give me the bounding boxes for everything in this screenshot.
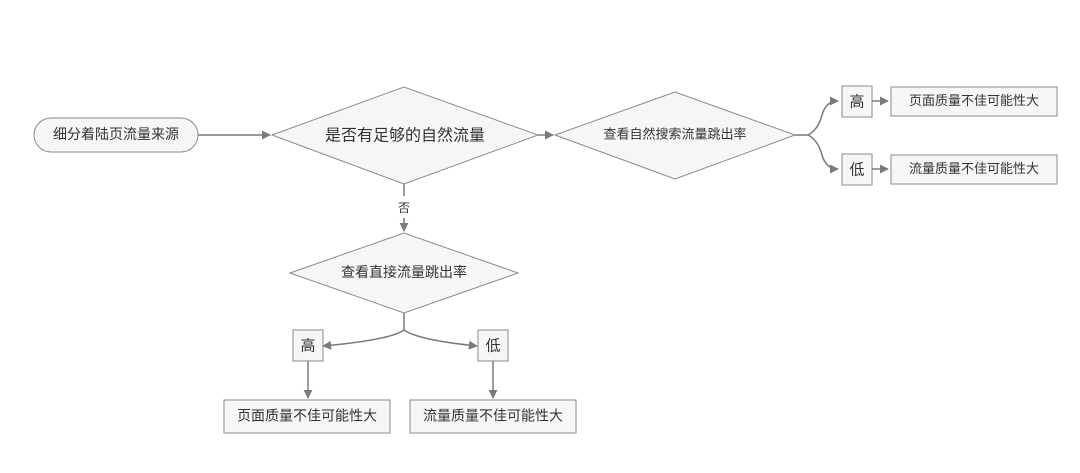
decision-search-label: 查看自然搜索流量跳出率 [603,127,746,143]
search-low-label: 低 [849,161,864,179]
search-high-result: 页面质量不佳可能性大 [890,86,1058,117]
decision-natural-label: 是否有足够的自然流量 [325,126,485,145]
start-node-label: 细分着陆页流量来源 [53,127,179,143]
direct-high-box: 高 [292,329,324,362]
search-low-result-label: 流量质量不佳可能性大 [909,162,1039,177]
search-low-result-shape [890,154,1058,185]
start-node: 细分着陆页流量来源 [33,117,199,153]
direct-low-label: 低 [485,337,500,355]
direct-low-result: 流量质量不佳可能性大 [409,399,577,434]
search-high-box: 高 [841,85,873,118]
decision-search-bounce: 查看自然搜索流量跳出率 [553,91,797,180]
decision-direct-label: 查看直接流量跳出率 [341,264,467,281]
decision-natural-traffic: 是否有足够的自然流量 [270,86,540,185]
branch-direct-high [322,329,405,350]
direct-low-box: 低 [477,329,509,362]
direct-low-result-shape [409,399,577,434]
decision-direct-bounce: 查看直接流量跳出率 [288,232,520,314]
search-high-label: 高 [849,93,864,111]
direct-high-box-shape [292,329,324,362]
direct-high-label: 高 [300,337,315,355]
direct-low-box-shape [477,329,509,362]
direct-high-result-shape [223,399,391,434]
decision-direct-shape [288,232,520,314]
direct-low-result-label: 流量质量不佳可能性大 [423,409,563,425]
branch-search-low [807,134,839,174]
search-low-box-shape [841,153,873,186]
search-high-result-shape [890,86,1058,117]
branch-direct-low [403,329,478,350]
direct-high-result: 页面质量不佳可能性大 [223,399,391,434]
branch-search-high [795,96,839,136]
search-low-box: 低 [841,153,873,186]
direct-high-result-label: 页面质量不佳可能性大 [237,409,377,425]
search-low-result: 流量质量不佳可能性大 [890,154,1058,185]
no-label: 否 [398,201,410,215]
search-high-result-label: 页面质量不佳可能性大 [909,94,1039,109]
